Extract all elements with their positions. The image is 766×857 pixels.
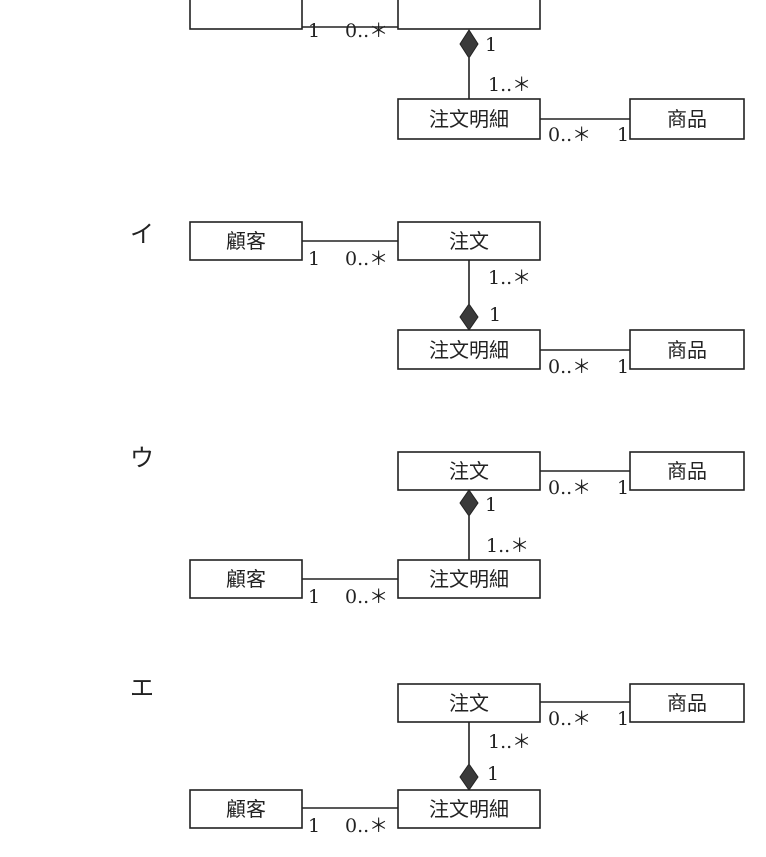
- option-i-composition-diamond: [459, 303, 479, 331]
- option-i-detail-product-mult: 0..＊: [548, 356, 591, 378]
- option-e-label: エ: [130, 674, 154, 702]
- option-e-order-detail-label: 注文明細: [429, 797, 509, 821]
- option-a-product-box: [629, 98, 745, 140]
- option-u-label: ウ: [130, 444, 154, 472]
- option-e-product-mult: 1: [617, 708, 629, 730]
- option-u-customer-label: 顧客: [226, 567, 266, 591]
- option-e-order-box: [397, 683, 541, 723]
- option-e-order-label: 注文: [449, 691, 489, 715]
- option-u-customer-box: [189, 559, 303, 599]
- option-e-customer-mult: 1: [308, 815, 320, 837]
- option-u-composition-diamond: [459, 489, 479, 517]
- option-a-composition-diamond: [459, 29, 479, 59]
- option-i-order-detail-label: 注文明細: [429, 338, 509, 362]
- option-u-customer-mult: 1: [308, 586, 320, 608]
- option-i-product-mult: 1: [617, 356, 629, 378]
- option-u-detail-end-mult: 1..＊: [486, 535, 529, 557]
- option-a-diagram: 1 0..＊ 1 1..＊ 注文明細 0..＊ 1 商品: [189, 0, 745, 146]
- option-a-detail-product-mult: 0..＊: [548, 124, 591, 146]
- option-u-order-end-mult: 1: [485, 494, 497, 516]
- option-u-order-detail-box: [397, 559, 541, 599]
- option-a-product-mult: 1: [617, 124, 629, 146]
- option-a-order-detail-label: 注文明細: [429, 107, 509, 131]
- option-i-diagram: 顧客 1 0..＊ 注文 1..＊ 1 注文明細 0..＊ 1 商品: [189, 221, 745, 378]
- option-i-detail-end-mult: 1: [489, 304, 501, 326]
- option-e-customer-label: 顧客: [226, 797, 266, 821]
- option-i-label: イ: [130, 220, 154, 248]
- option-i-order-box: [397, 221, 541, 261]
- option-u-diagram: 注文 0..＊ 1 商品 1 1..＊ 顧客 1 0..＊ 注文明細: [189, 451, 745, 608]
- option-a-order-mult: 0..＊: [345, 20, 388, 42]
- option-i-order-end-mult: 1..＊: [488, 267, 531, 289]
- option-u-order-box: [397, 451, 541, 491]
- option-e-customer-box: [189, 789, 303, 829]
- option-a-order-end-mult: 1: [485, 34, 497, 56]
- option-e-composition-diamond: [459, 763, 479, 791]
- option-u-detail-mult: 0..＊: [345, 586, 388, 608]
- option-u-product-box: [629, 451, 745, 491]
- option-e-order-end-mult: 1..＊: [488, 731, 531, 753]
- option-a-detail-end-mult: 1..＊: [488, 74, 531, 96]
- option-a-customer-mult: 1: [308, 20, 320, 42]
- option-a-customer-box: [189, 0, 303, 30]
- option-i-product-box: [629, 329, 745, 370]
- option-e-order-detail-box: [397, 789, 541, 829]
- option-i-customer-box: [189, 221, 303, 261]
- option-e-detail-mult: 0..＊: [345, 815, 388, 837]
- option-e-product-label: 商品: [667, 691, 707, 715]
- option-u-order-label: 注文: [449, 459, 489, 483]
- option-i-customer-label: 顧客: [226, 229, 266, 253]
- option-i-product-label: 商品: [667, 338, 707, 362]
- option-u-order-detail-label: 注文明細: [429, 567, 509, 591]
- option-e-product-box: [629, 683, 745, 723]
- option-e-diagram: 注文 0..＊ 1 商品 1..＊ 1 顧客 1 0..＊ 注文明細: [189, 683, 745, 837]
- option-u-product-label: 商品: [667, 459, 707, 483]
- option-e-order-product-mult: 0..＊: [548, 708, 591, 730]
- option-a-order-box: [397, 0, 541, 30]
- option-i-order-label: 注文: [449, 229, 489, 253]
- option-a-product-label: 商品: [667, 107, 707, 131]
- option-i-order-mult: 0..＊: [345, 248, 388, 270]
- option-i-order-detail-box: [397, 329, 541, 370]
- option-u-order-product-mult: 0..＊: [548, 477, 591, 499]
- option-e-detail-end-mult: 1: [487, 763, 499, 785]
- option-i-customer-mult: 1: [308, 248, 320, 270]
- option-u-product-mult: 1: [617, 477, 629, 499]
